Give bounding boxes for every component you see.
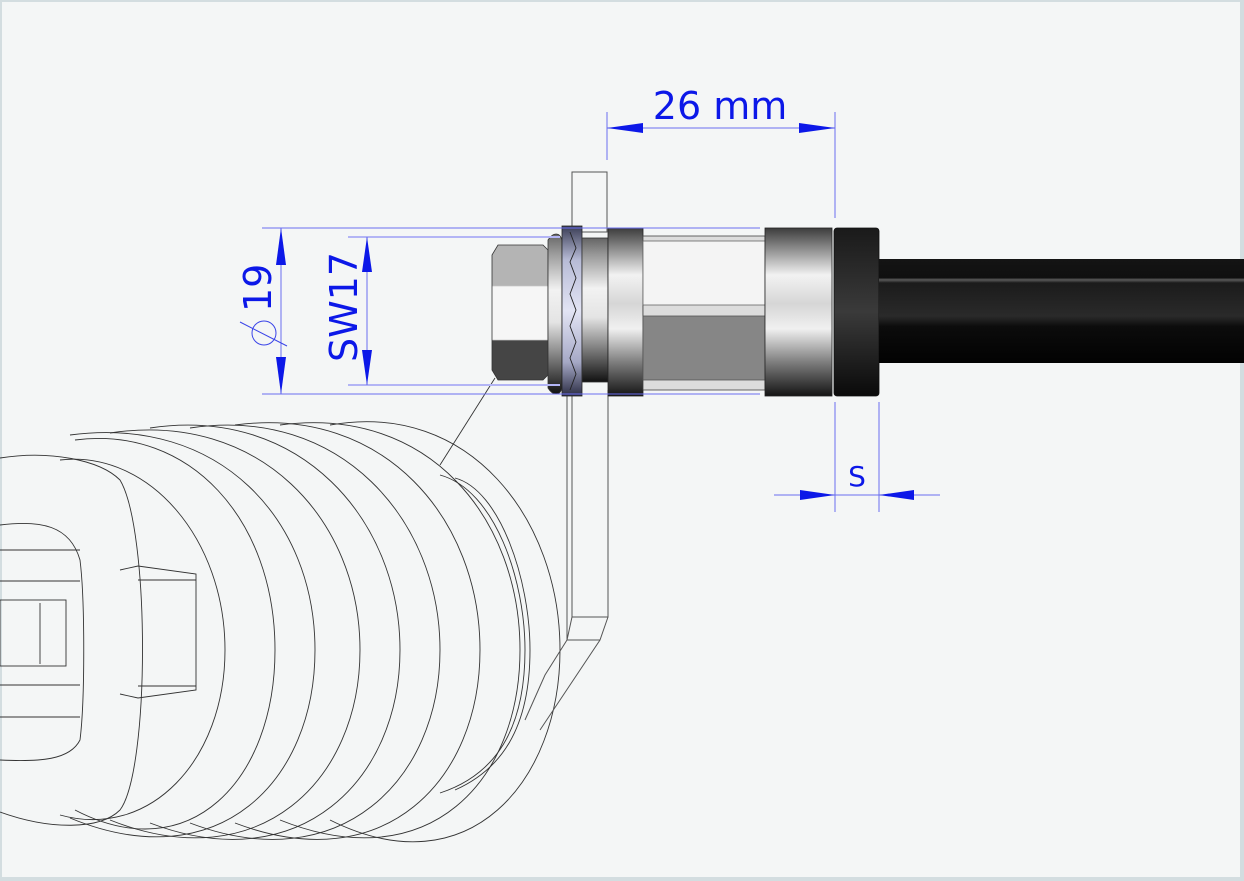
cable <box>879 259 1244 363</box>
diameter-symbol-icon <box>239 320 288 347</box>
gland-neck <box>581 237 609 383</box>
corrugated-bellows-housing <box>0 377 561 842</box>
diameter-dimension: 19 <box>236 264 280 312</box>
gland-body <box>607 227 833 397</box>
dimension-arrows <box>276 123 914 500</box>
hex-nut <box>491 233 563 395</box>
wrench-size-dimension: SW17 <box>322 252 366 362</box>
seal-insert <box>833 227 880 397</box>
serrated-washer <box>561 225 583 397</box>
length-dimension-label: 26 mm <box>653 84 787 128</box>
wrench-size-label: SW17 <box>322 252 366 362</box>
seal-width-label: S <box>848 460 866 493</box>
diameter-value: 19 <box>236 264 280 312</box>
mounting-plate <box>524 171 609 731</box>
